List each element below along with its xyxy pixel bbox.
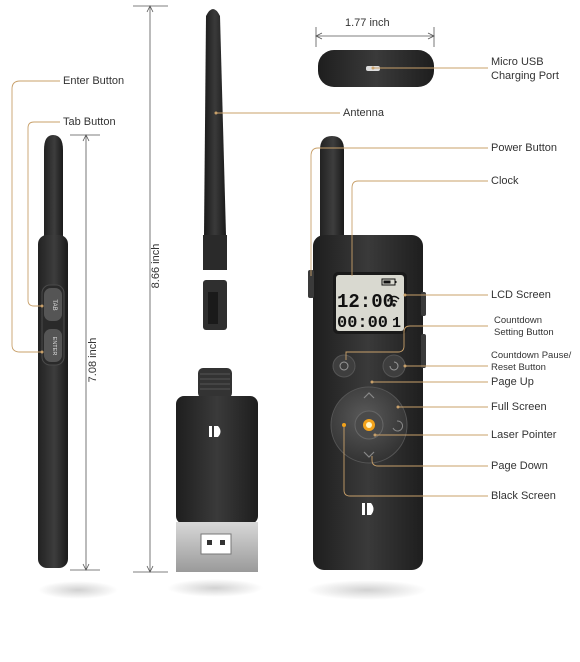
remote-height-dimension xyxy=(70,134,100,571)
countdown-setting-callout-line1: Countdown xyxy=(494,315,543,326)
countdown-pause-callout-line1: Countdown Pause/ xyxy=(491,350,572,361)
countdown-pause-callout-line2: Reset Button xyxy=(491,362,546,373)
chevron-down-icon xyxy=(363,451,375,458)
usb-plug-icon xyxy=(207,540,212,545)
antenna xyxy=(204,9,226,235)
remote-height-label: 7.08 inch xyxy=(87,337,99,383)
countdown-setting-callout-line2: Setting Button xyxy=(494,327,554,338)
receiver-height-dimension xyxy=(133,5,168,573)
black-screen-callout: Black Screen xyxy=(491,490,556,502)
lcd-screen xyxy=(336,275,404,331)
laser-pointer-callout: Laser Pointer xyxy=(491,429,557,441)
callout-lines xyxy=(11,67,488,497)
receiver-height-label: 8.66 inch xyxy=(150,243,162,289)
enter-button-callout: Enter Button xyxy=(63,75,125,87)
lcd-digit: 1 xyxy=(392,315,401,332)
remote-front-view xyxy=(308,136,426,570)
countdown-setting-button xyxy=(332,354,356,378)
tab-button-callout: Tab Button xyxy=(63,116,116,128)
micro-usb-callout-line1: Micro USB xyxy=(491,56,544,68)
power-button-callout: Power Button xyxy=(491,142,558,154)
shadow xyxy=(167,579,263,597)
lcd-countdown: 00:00 xyxy=(337,314,388,333)
tab-side-button xyxy=(44,288,62,321)
width-dimension-label: 1.77 inch xyxy=(345,17,390,29)
power-button xyxy=(308,270,314,298)
wifi-icon xyxy=(388,295,400,307)
black-screen-button xyxy=(342,423,346,427)
micro-usb-callout-line2: Charging Port xyxy=(491,70,559,82)
lcd-time: 12:00 xyxy=(337,291,394,313)
clock-callout: Clock xyxy=(491,175,519,187)
page-down-callout: Page Down xyxy=(491,460,548,472)
remote-top-view xyxy=(318,50,434,87)
enter-button-text: ENTER xyxy=(51,337,57,356)
logo-icon xyxy=(209,426,221,437)
full-screen-callout: Full Screen xyxy=(491,401,547,413)
callout-dots xyxy=(40,66,407,437)
countdown-pause-button xyxy=(382,354,406,378)
page-up-callout: Page Up xyxy=(491,376,534,388)
logo-icon xyxy=(362,503,374,515)
chevron-up-icon xyxy=(363,392,375,399)
shadow xyxy=(307,580,427,600)
remote-side-view xyxy=(38,135,68,568)
tab-button-text: TAB xyxy=(51,299,57,310)
shadow xyxy=(38,581,118,599)
receiver xyxy=(176,9,258,572)
antenna-callout: Antenna xyxy=(343,107,384,119)
enter-side-button xyxy=(44,329,62,362)
full-screen-button xyxy=(392,420,404,432)
width-dimension xyxy=(315,27,435,47)
lcd-screen-callout: LCD Screen xyxy=(491,289,551,301)
